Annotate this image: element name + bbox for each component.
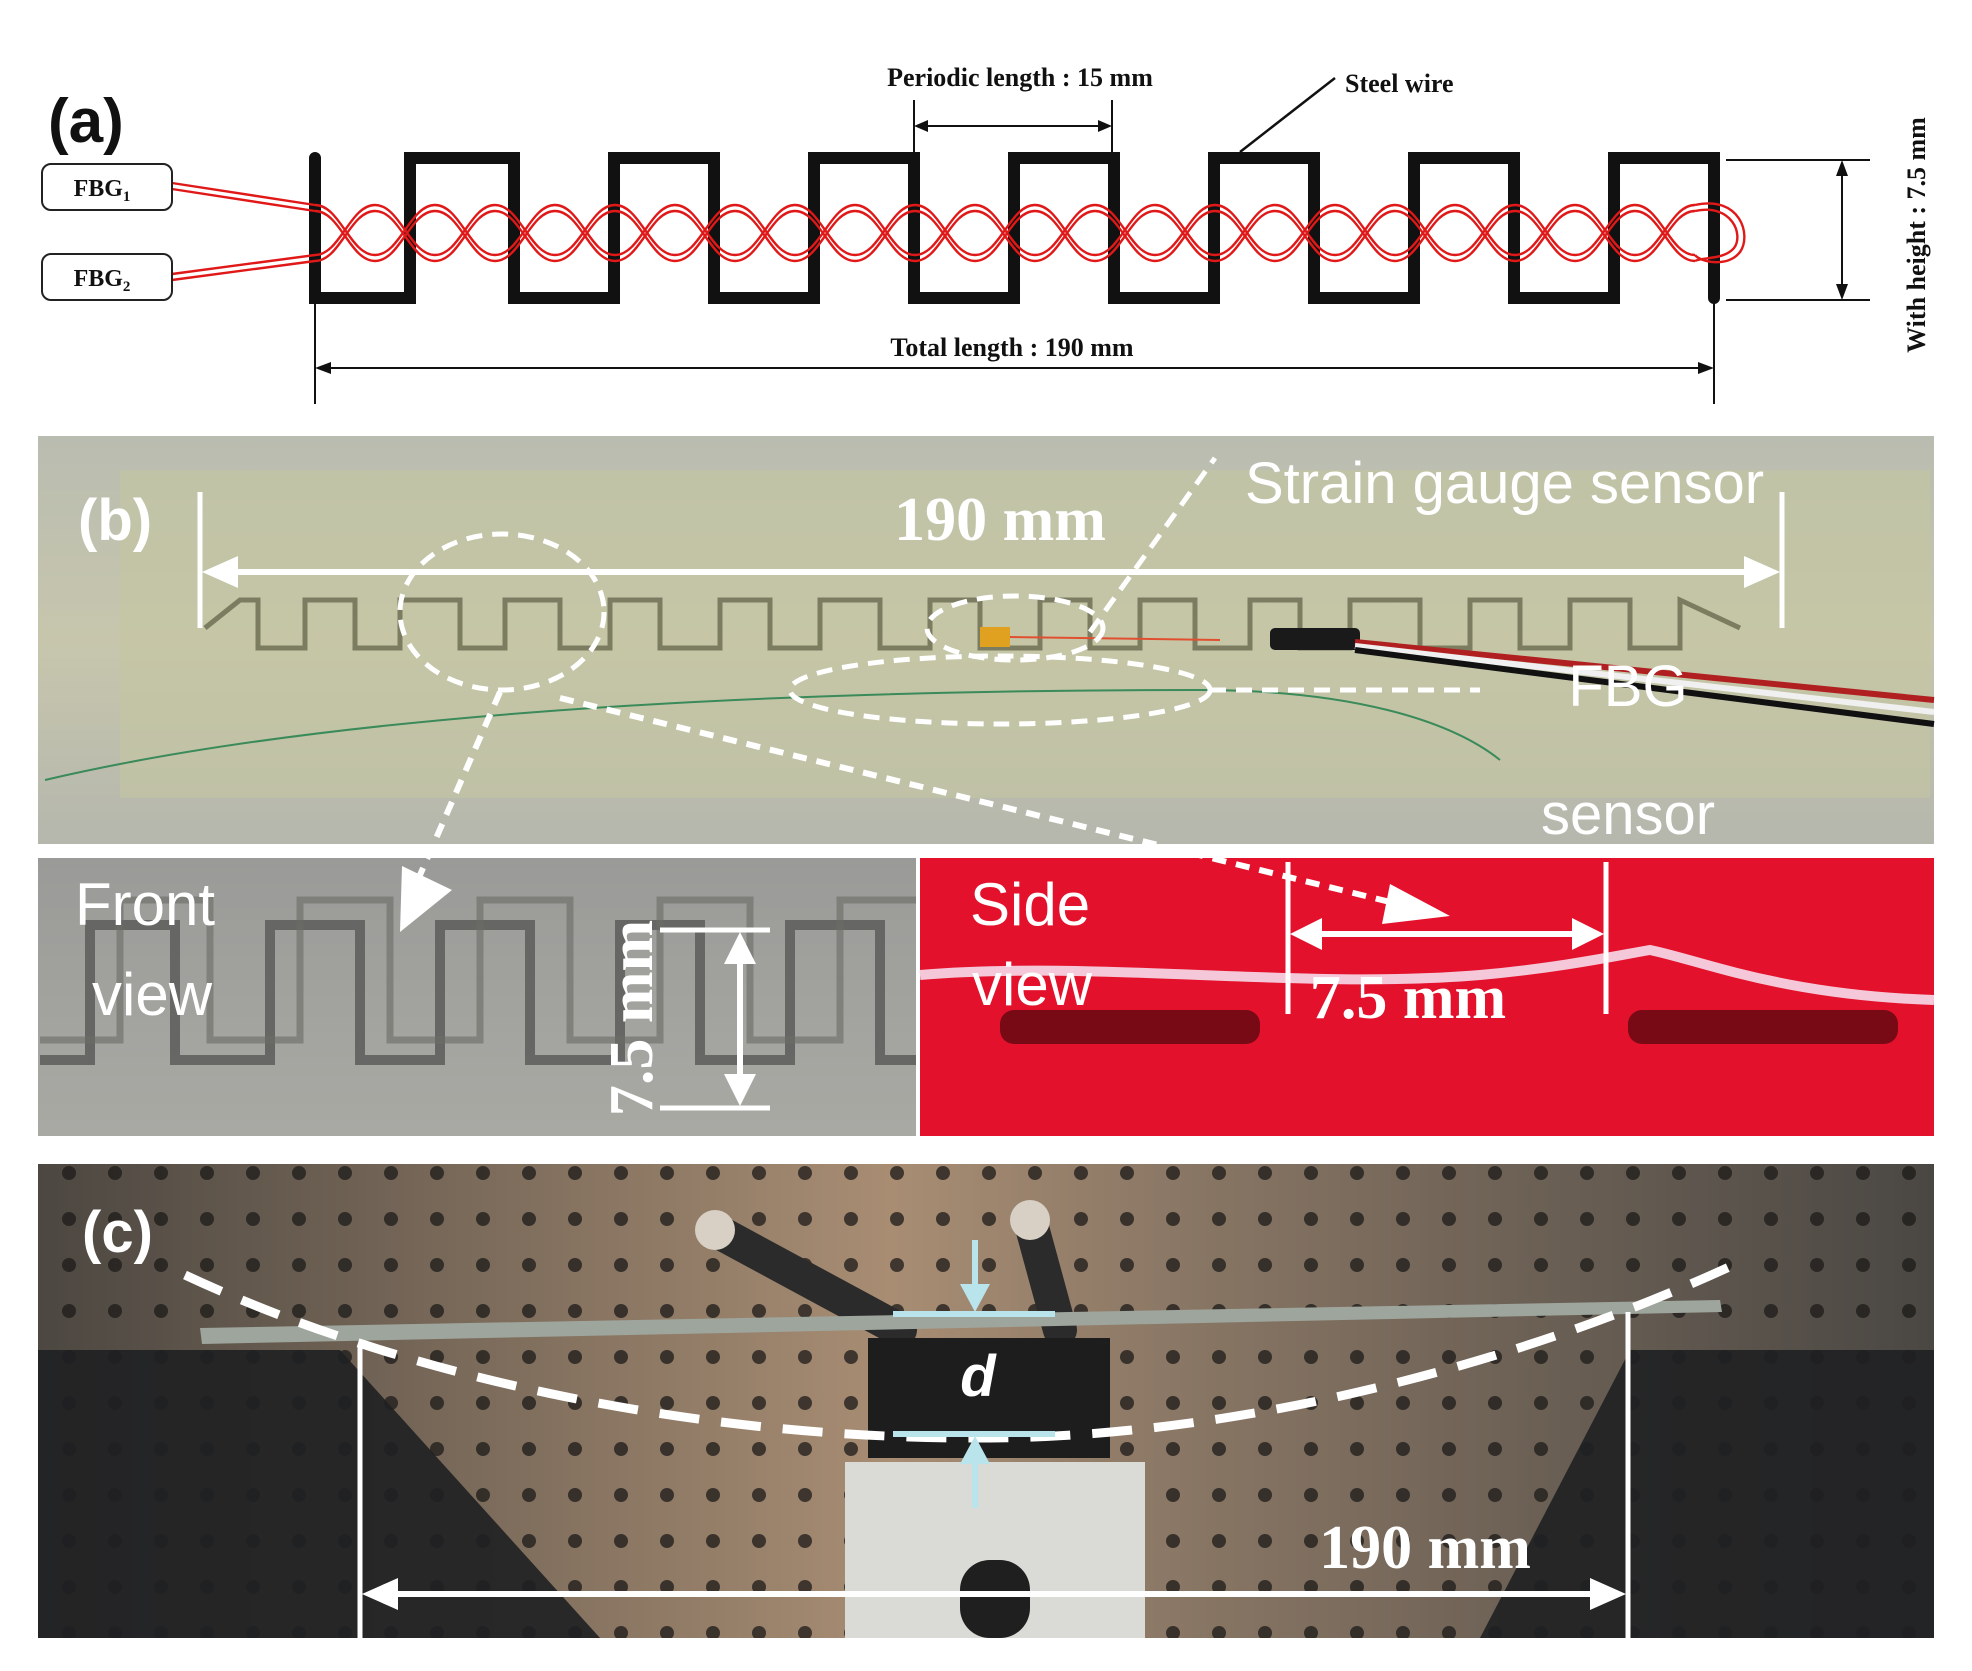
d-arrow-bottom-head xyxy=(960,1436,990,1464)
panel-c-photo: (c) d 190 mm xyxy=(38,1164,1934,1640)
zoom-region-ellipse xyxy=(397,531,607,693)
front-view-zoom-arrow xyxy=(417,690,503,877)
side-dim-arrowhead-left xyxy=(1290,918,1322,950)
side-view-fiber xyxy=(919,944,1935,1005)
cable-white xyxy=(1354,643,1935,715)
panel-a-schematic: (a) FBG1 FBG2 Periodic length : 15 mm xyxy=(41,63,1931,404)
steel-wire-leader xyxy=(1239,77,1336,153)
side-view-photo: Side view 7.5 mm xyxy=(919,858,1935,1136)
specimen-plate xyxy=(200,1300,1722,1344)
front-dim-arrowhead-bottom xyxy=(724,1074,756,1106)
c-length-arrowhead-left xyxy=(362,1578,398,1610)
fbg-fiber xyxy=(44,688,1501,781)
rod-right-end xyxy=(1010,1200,1050,1240)
embedded-steel-wire xyxy=(203,596,1742,651)
front-view-label-line2: view xyxy=(92,961,213,1028)
fbg-label-line2: sensor xyxy=(1541,782,1715,847)
side-view-zoom-arrowhead xyxy=(1382,884,1450,924)
c-length-arrowhead-right xyxy=(1590,1578,1626,1610)
side-dim-label: 7.5 mm xyxy=(1310,964,1506,1032)
height-label: With height : 7.5 mm xyxy=(1902,117,1931,353)
period-arrowhead-left xyxy=(914,120,928,132)
steel-wire-shape xyxy=(309,152,1720,304)
front-view-photo: Front view 7.5 mm xyxy=(38,858,916,1136)
strain-gauge-label: Strain gauge sensor xyxy=(1245,451,1764,516)
deflection-curve xyxy=(183,1257,1742,1443)
cable-black xyxy=(1354,647,1935,727)
fbg2-label: FBG2 xyxy=(74,266,131,295)
panel-a-label: (a) xyxy=(48,87,124,156)
b-length-arrowhead-right xyxy=(1744,556,1780,588)
b-length-arrowhead-left xyxy=(202,556,238,588)
height-arrowhead-top xyxy=(1836,160,1848,176)
periodic-length-label: Periodic length : 15 mm xyxy=(887,63,1153,92)
twisted-fbg-fibers xyxy=(171,181,1746,282)
c-length-label: 190 mm xyxy=(1319,1514,1531,1582)
right-support xyxy=(1480,1350,1934,1638)
front-view-wire-shadow xyxy=(40,896,916,1044)
b-length-label: 190 mm xyxy=(894,486,1106,554)
front-view-label-line1: Front xyxy=(75,871,215,938)
front-dim-label: 7.5 mm xyxy=(598,920,666,1116)
rod-left xyxy=(698,1213,917,1347)
cable-connector xyxy=(1270,628,1360,650)
front-view-wire xyxy=(40,920,916,1065)
cable-red xyxy=(1354,639,1935,703)
fbg1-box xyxy=(41,163,173,211)
side-view-wire-segment-2 xyxy=(1628,1010,1898,1044)
side-dim-arrowhead-right xyxy=(1572,918,1604,950)
side-view-label-line1: Side xyxy=(970,871,1090,938)
zoom-arrows xyxy=(400,690,1450,932)
rod-left-end xyxy=(695,1210,735,1250)
strain-gauge-element xyxy=(980,627,1010,647)
strain-gauge-lead xyxy=(1009,636,1221,641)
panel-c-label: (c) xyxy=(82,1200,153,1265)
height-arrowhead-bottom xyxy=(1836,284,1848,300)
fbg2-box xyxy=(41,253,173,301)
strain-gauge-ellipse xyxy=(924,593,1106,663)
front-dim-arrowhead-top xyxy=(724,932,756,964)
side-view-wire-segment-1 xyxy=(1000,1010,1260,1044)
fbg-label-line1: FBG xyxy=(1568,654,1687,719)
d-arrow-top-head xyxy=(960,1284,990,1312)
panel-b-label: (b) xyxy=(78,488,152,553)
panel-b-photo: (b) 190 mm Strain gauge sensor FBG senso… xyxy=(38,436,1935,847)
front-view-zoom-arrowhead xyxy=(400,866,452,932)
left-support xyxy=(38,1350,600,1638)
total-arrowhead-right xyxy=(1698,362,1714,374)
fbg1-label: FBG1 xyxy=(74,176,131,205)
fixture-slot xyxy=(960,1560,1030,1638)
period-arrowhead-right xyxy=(1098,120,1112,132)
total-length-label: Total length : 190 mm xyxy=(890,333,1133,362)
steel-wire-label: Steel wire xyxy=(1345,69,1454,98)
deflection-label: d xyxy=(960,1344,997,1409)
side-view-label-line2: view xyxy=(972,951,1093,1018)
strain-gauge-leader xyxy=(1087,456,1218,634)
total-arrowhead-left xyxy=(315,362,331,374)
